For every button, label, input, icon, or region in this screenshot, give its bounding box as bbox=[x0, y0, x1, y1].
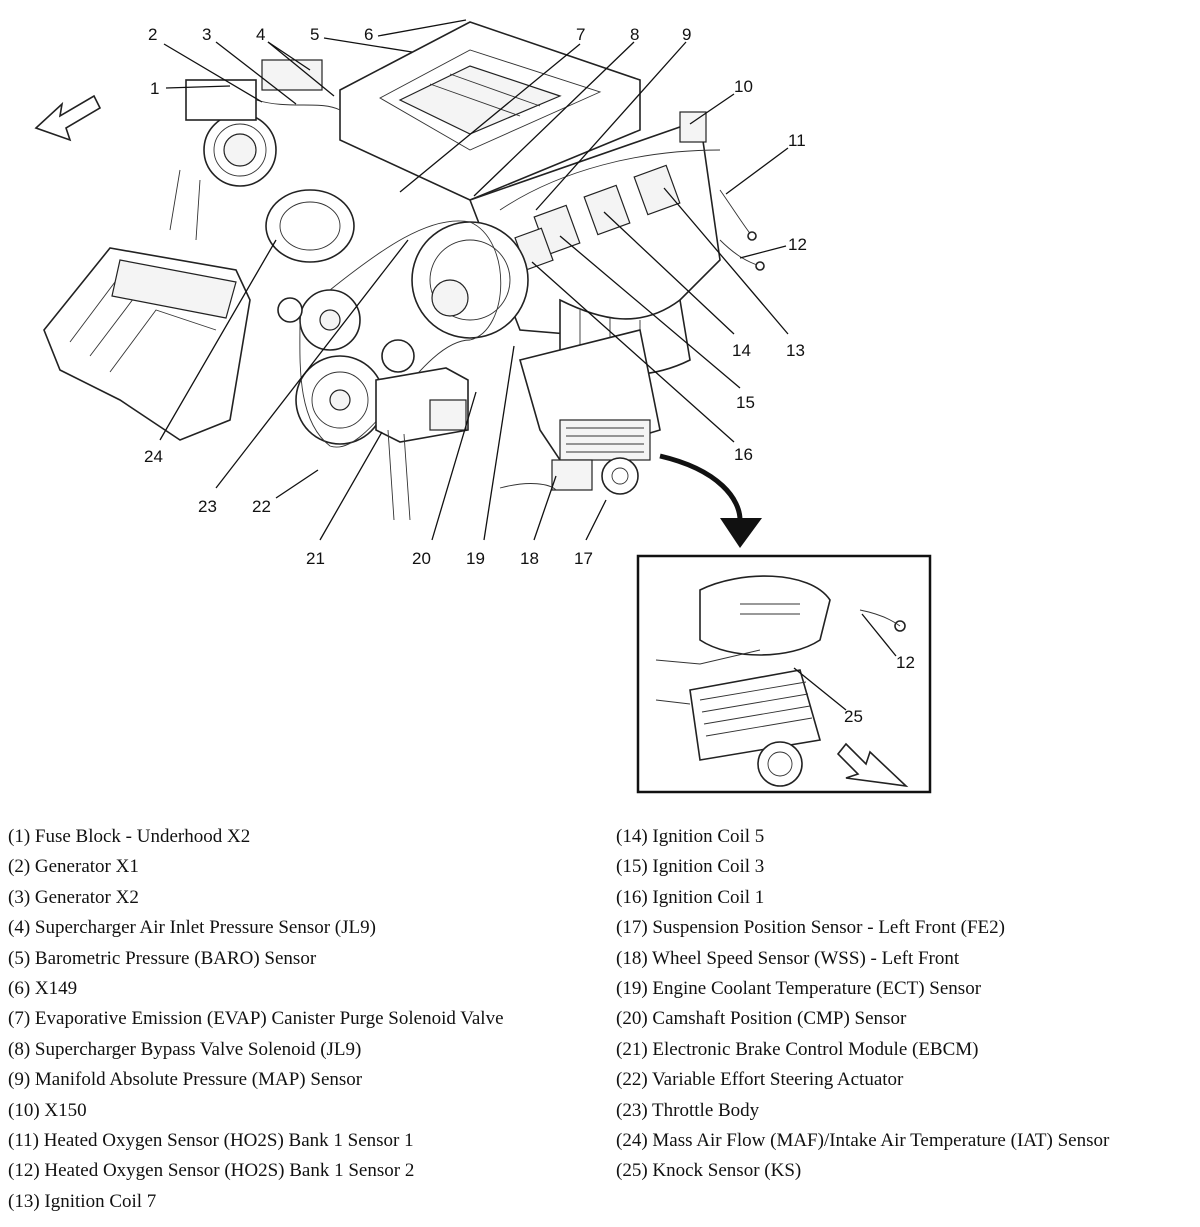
callout-10: 10 bbox=[734, 77, 753, 96]
callout-15: 15 bbox=[736, 393, 755, 412]
leader-lines bbox=[159, 19, 897, 711]
legend-item: (23) Throttle Body bbox=[616, 1099, 760, 1121]
callout-17: 17 bbox=[574, 549, 593, 568]
legend-item: (6) X149 bbox=[8, 978, 78, 1000]
legend-item: (9) Manifold Absolute Pressure (MAP) Sen… bbox=[8, 1069, 363, 1091]
callout-3: 3 bbox=[202, 25, 211, 44]
legend-item: (4) Supercharger Air Inlet Pressure Sens… bbox=[8, 917, 376, 939]
callout-5: 5 bbox=[310, 25, 319, 44]
legend-item: (3) Generator X2 bbox=[8, 886, 139, 908]
knock-sensor-inset bbox=[636, 554, 932, 794]
legend-right-column: (14) Ignition Coil 5 (15) Ignition Coil … bbox=[616, 822, 1109, 1187]
legend-item: (18) Wheel Speed Sensor (WSS) - Left Fro… bbox=[616, 947, 960, 969]
callout-1: 1 bbox=[150, 79, 159, 98]
legend-item: (15) Ignition Coil 3 bbox=[616, 856, 765, 878]
legend-item: (17) Suspension Position Sensor - Left F… bbox=[616, 917, 1005, 939]
legend-item: (2) Generator X1 bbox=[8, 856, 139, 878]
callout-9: 9 bbox=[682, 25, 691, 44]
legend-item: (13) Ignition Coil 7 bbox=[8, 1190, 157, 1212]
legend-item: (11) Heated Oxygen Sensor (HO2S) Bank 1 … bbox=[8, 1130, 414, 1152]
callout-12: 12 bbox=[788, 235, 807, 254]
legend-item: (14) Ignition Coil 5 bbox=[616, 826, 765, 847]
callout-22: 22 bbox=[252, 497, 271, 516]
front-direction-arrow-icon bbox=[34, 94, 102, 142]
callout-20: 20 bbox=[412, 549, 431, 568]
callout-24: 24 bbox=[144, 447, 163, 466]
legend-item: (10) X150 bbox=[8, 1099, 87, 1121]
callout-8: 8 bbox=[630, 25, 639, 44]
legend-item: (8) Supercharger Bypass Valve Solenoid (… bbox=[8, 1038, 362, 1060]
callout-7: 7 bbox=[576, 25, 585, 44]
legend-item: (12) Heated Oxygen Sensor (HO2S) Bank 1 … bbox=[8, 1160, 415, 1182]
callout-13: 13 bbox=[786, 341, 805, 360]
callout-19: 19 bbox=[466, 549, 485, 568]
callout-2: 2 bbox=[148, 25, 157, 44]
legend-item: (16) Ignition Coil 1 bbox=[616, 886, 765, 908]
callout-21: 21 bbox=[306, 549, 325, 568]
inset-callout-12: 12 bbox=[896, 653, 915, 672]
inset-pointer-arrow-icon bbox=[659, 453, 762, 548]
legend-item: (21) Electronic Brake Control Module (EB… bbox=[616, 1038, 979, 1060]
legend-item: (5) Barometric Pressure (BARO) Sensor bbox=[8, 947, 317, 969]
callout-23: 23 bbox=[198, 497, 217, 516]
callout-11: 11 bbox=[788, 131, 806, 150]
legend-item: (25) Knock Sensor (KS) bbox=[616, 1160, 802, 1182]
legend-item: (24) Mass Air Flow (MAF)/Intake Air Temp… bbox=[616, 1130, 1110, 1152]
legend-left-column: (1) Fuse Block - Underhood X2 (2) Genera… bbox=[8, 822, 504, 1217]
callout-4: 4 bbox=[256, 25, 265, 44]
legend-item: (20) Camshaft Position (CMP) Sensor bbox=[616, 1008, 907, 1030]
callout-18: 18 bbox=[520, 549, 539, 568]
callout-14: 14 bbox=[732, 341, 751, 360]
inset-callout-25: 25 bbox=[844, 707, 863, 726]
legend-item: (7) Evaporative Emission (EVAP) Canister… bbox=[8, 1008, 504, 1030]
callout-16: 16 bbox=[734, 445, 753, 464]
callout-labels: 1 2 3 4 5 6 7 8 9 10 11 12 13 14 15 16 1… bbox=[144, 25, 915, 726]
callout-6: 6 bbox=[364, 25, 373, 44]
engine-component-locator-diagram: 1 2 3 4 5 6 7 8 9 10 11 12 13 14 15 16 1… bbox=[34, 19, 932, 794]
legend-item: (1) Fuse Block - Underhood X2 bbox=[8, 826, 251, 847]
engine-illustration bbox=[43, 21, 765, 521]
legend-item: (22) Variable Effort Steering Actuator bbox=[616, 1069, 904, 1091]
legend-item: (19) Engine Coolant Temperature (ECT) Se… bbox=[616, 978, 982, 1000]
